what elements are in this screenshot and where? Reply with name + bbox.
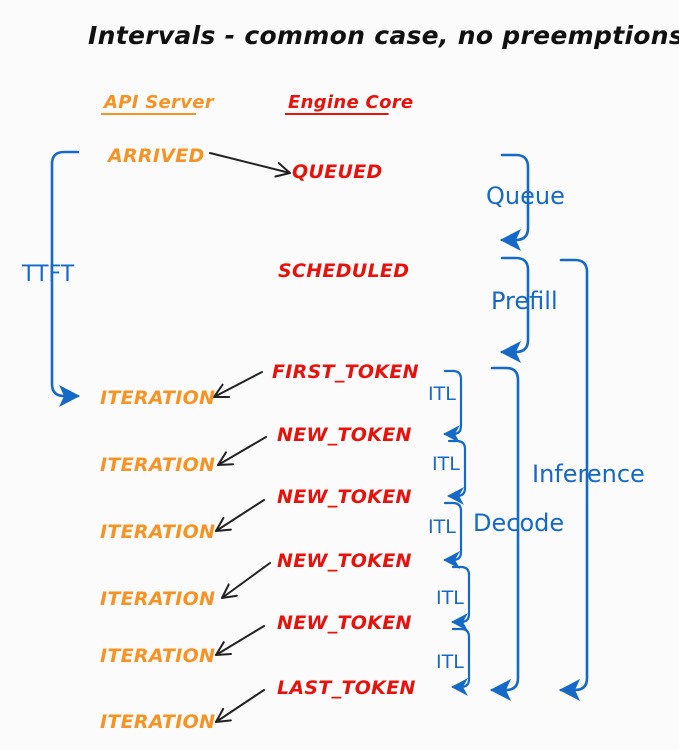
bracket-line bbox=[490, 366, 520, 692]
interval-label: ITL bbox=[436, 587, 464, 609]
engine-core-states: QUEUED SCHEDULED FIRST_TOKEN NEW_TOKEN NEW_T… bbox=[272, 161, 419, 699]
interval-bracket-prefill: Prefill bbox=[491, 256, 558, 363]
interval-bracket-itl-4: ITL bbox=[436, 565, 471, 631]
transition-arrow-line bbox=[215, 625, 265, 656]
interval-label: ITL bbox=[436, 651, 464, 673]
interval-label: TTFT bbox=[21, 262, 75, 287]
bracket-line bbox=[447, 439, 467, 498]
engine-state-label: QUEUED bbox=[292, 161, 383, 183]
bracket-arrowhead bbox=[443, 425, 460, 443]
api-server-states: ARRIVED ITERATION ITERATION ITERATION ITERAT… bbox=[100, 145, 215, 733]
bracket-arrowhead bbox=[59, 385, 80, 407]
bracket-line bbox=[50, 150, 80, 398]
interval-bracket-itl-5: ITL bbox=[436, 627, 471, 696]
engine-state-label: SCHEDULED bbox=[278, 260, 409, 282]
transition-arrow-head bbox=[215, 707, 232, 723]
bracket-arrowhead bbox=[490, 679, 511, 701]
interval-bracket-inference: Inference bbox=[532, 258, 645, 701]
bracket-arrowhead bbox=[500, 341, 521, 363]
api-state-label: ITERATION bbox=[100, 387, 215, 409]
interval-bracket-itl-1: ITL bbox=[428, 369, 463, 443]
api-state-label: ITERATION bbox=[100, 454, 215, 476]
bracket-arrowhead bbox=[559, 679, 580, 701]
transition-arrow-line bbox=[221, 562, 271, 599]
engine-state-label: NEW_TOKEN bbox=[277, 612, 412, 634]
transition-arrow-head bbox=[274, 162, 291, 178]
transition-arrows bbox=[209, 152, 291, 723]
transition-arrow-line bbox=[213, 371, 263, 398]
interval-label: Decode bbox=[473, 509, 564, 537]
column-headings: API Server Engine Core bbox=[101, 92, 413, 115]
bracket-line bbox=[443, 501, 463, 562]
transition-arrow-head bbox=[215, 517, 232, 532]
transition-arrow-head bbox=[215, 641, 232, 656]
engine-state-label: LAST_TOKEN bbox=[277, 677, 416, 699]
transition-arrow-line bbox=[209, 152, 291, 174]
api-state-label: ITERATION bbox=[100, 645, 215, 667]
transition-arrow-line bbox=[217, 436, 267, 466]
engine-state-label: FIRST_TOKEN bbox=[272, 361, 419, 383]
api-state-label: ITERATION bbox=[100, 521, 215, 543]
interval-bracket-queue: Queue bbox=[486, 153, 565, 251]
interval-label: ITL bbox=[432, 453, 460, 475]
interval-bracket-itl-2: ITL bbox=[432, 439, 467, 505]
api-state-label: ITERATION bbox=[100, 588, 215, 610]
interval-label: ITL bbox=[428, 383, 456, 405]
column-heading: Engine Core bbox=[288, 92, 413, 113]
transition-arrow-head bbox=[213, 383, 230, 398]
api-state-label: ARRIVED bbox=[106, 145, 205, 167]
diagram-title: Intervals - common case, no preemptions bbox=[88, 21, 679, 50]
interval-bracket-ttft: TTFT bbox=[21, 150, 80, 407]
interval-label: Prefill bbox=[491, 287, 558, 315]
engine-state-label: NEW_TOKEN bbox=[277, 550, 412, 572]
interval-label: ITL bbox=[428, 516, 456, 538]
bracket-arrowhead bbox=[443, 551, 460, 569]
api-state-label: ITERATION bbox=[100, 711, 215, 733]
column-heading: API Server bbox=[102, 92, 215, 113]
interval-bracket-decode: Decode bbox=[473, 366, 564, 701]
bracket-line bbox=[443, 369, 463, 436]
interval-label: Inference bbox=[532, 460, 645, 488]
bracket-arrowhead bbox=[451, 678, 468, 696]
bracket-line bbox=[559, 258, 589, 692]
bracket-arrowhead bbox=[500, 229, 521, 251]
bracket-arrowhead bbox=[451, 613, 468, 631]
bracket-line bbox=[500, 153, 530, 242]
bracket-line bbox=[500, 256, 530, 354]
interval-label: Queue bbox=[486, 182, 565, 210]
bracket-arrowhead bbox=[447, 487, 464, 505]
engine-state-label: NEW_TOKEN bbox=[277, 424, 412, 446]
bracket-line bbox=[451, 565, 471, 624]
transition-arrow-head bbox=[221, 583, 238, 599]
interval-bracket-itl-3: ITL bbox=[428, 501, 463, 569]
transition-arrow-line bbox=[215, 689, 265, 723]
transition-arrow-head bbox=[217, 451, 234, 466]
bracket-line bbox=[451, 627, 471, 689]
transition-arrow-line bbox=[215, 499, 265, 532]
engine-state-label: NEW_TOKEN bbox=[277, 486, 412, 508]
